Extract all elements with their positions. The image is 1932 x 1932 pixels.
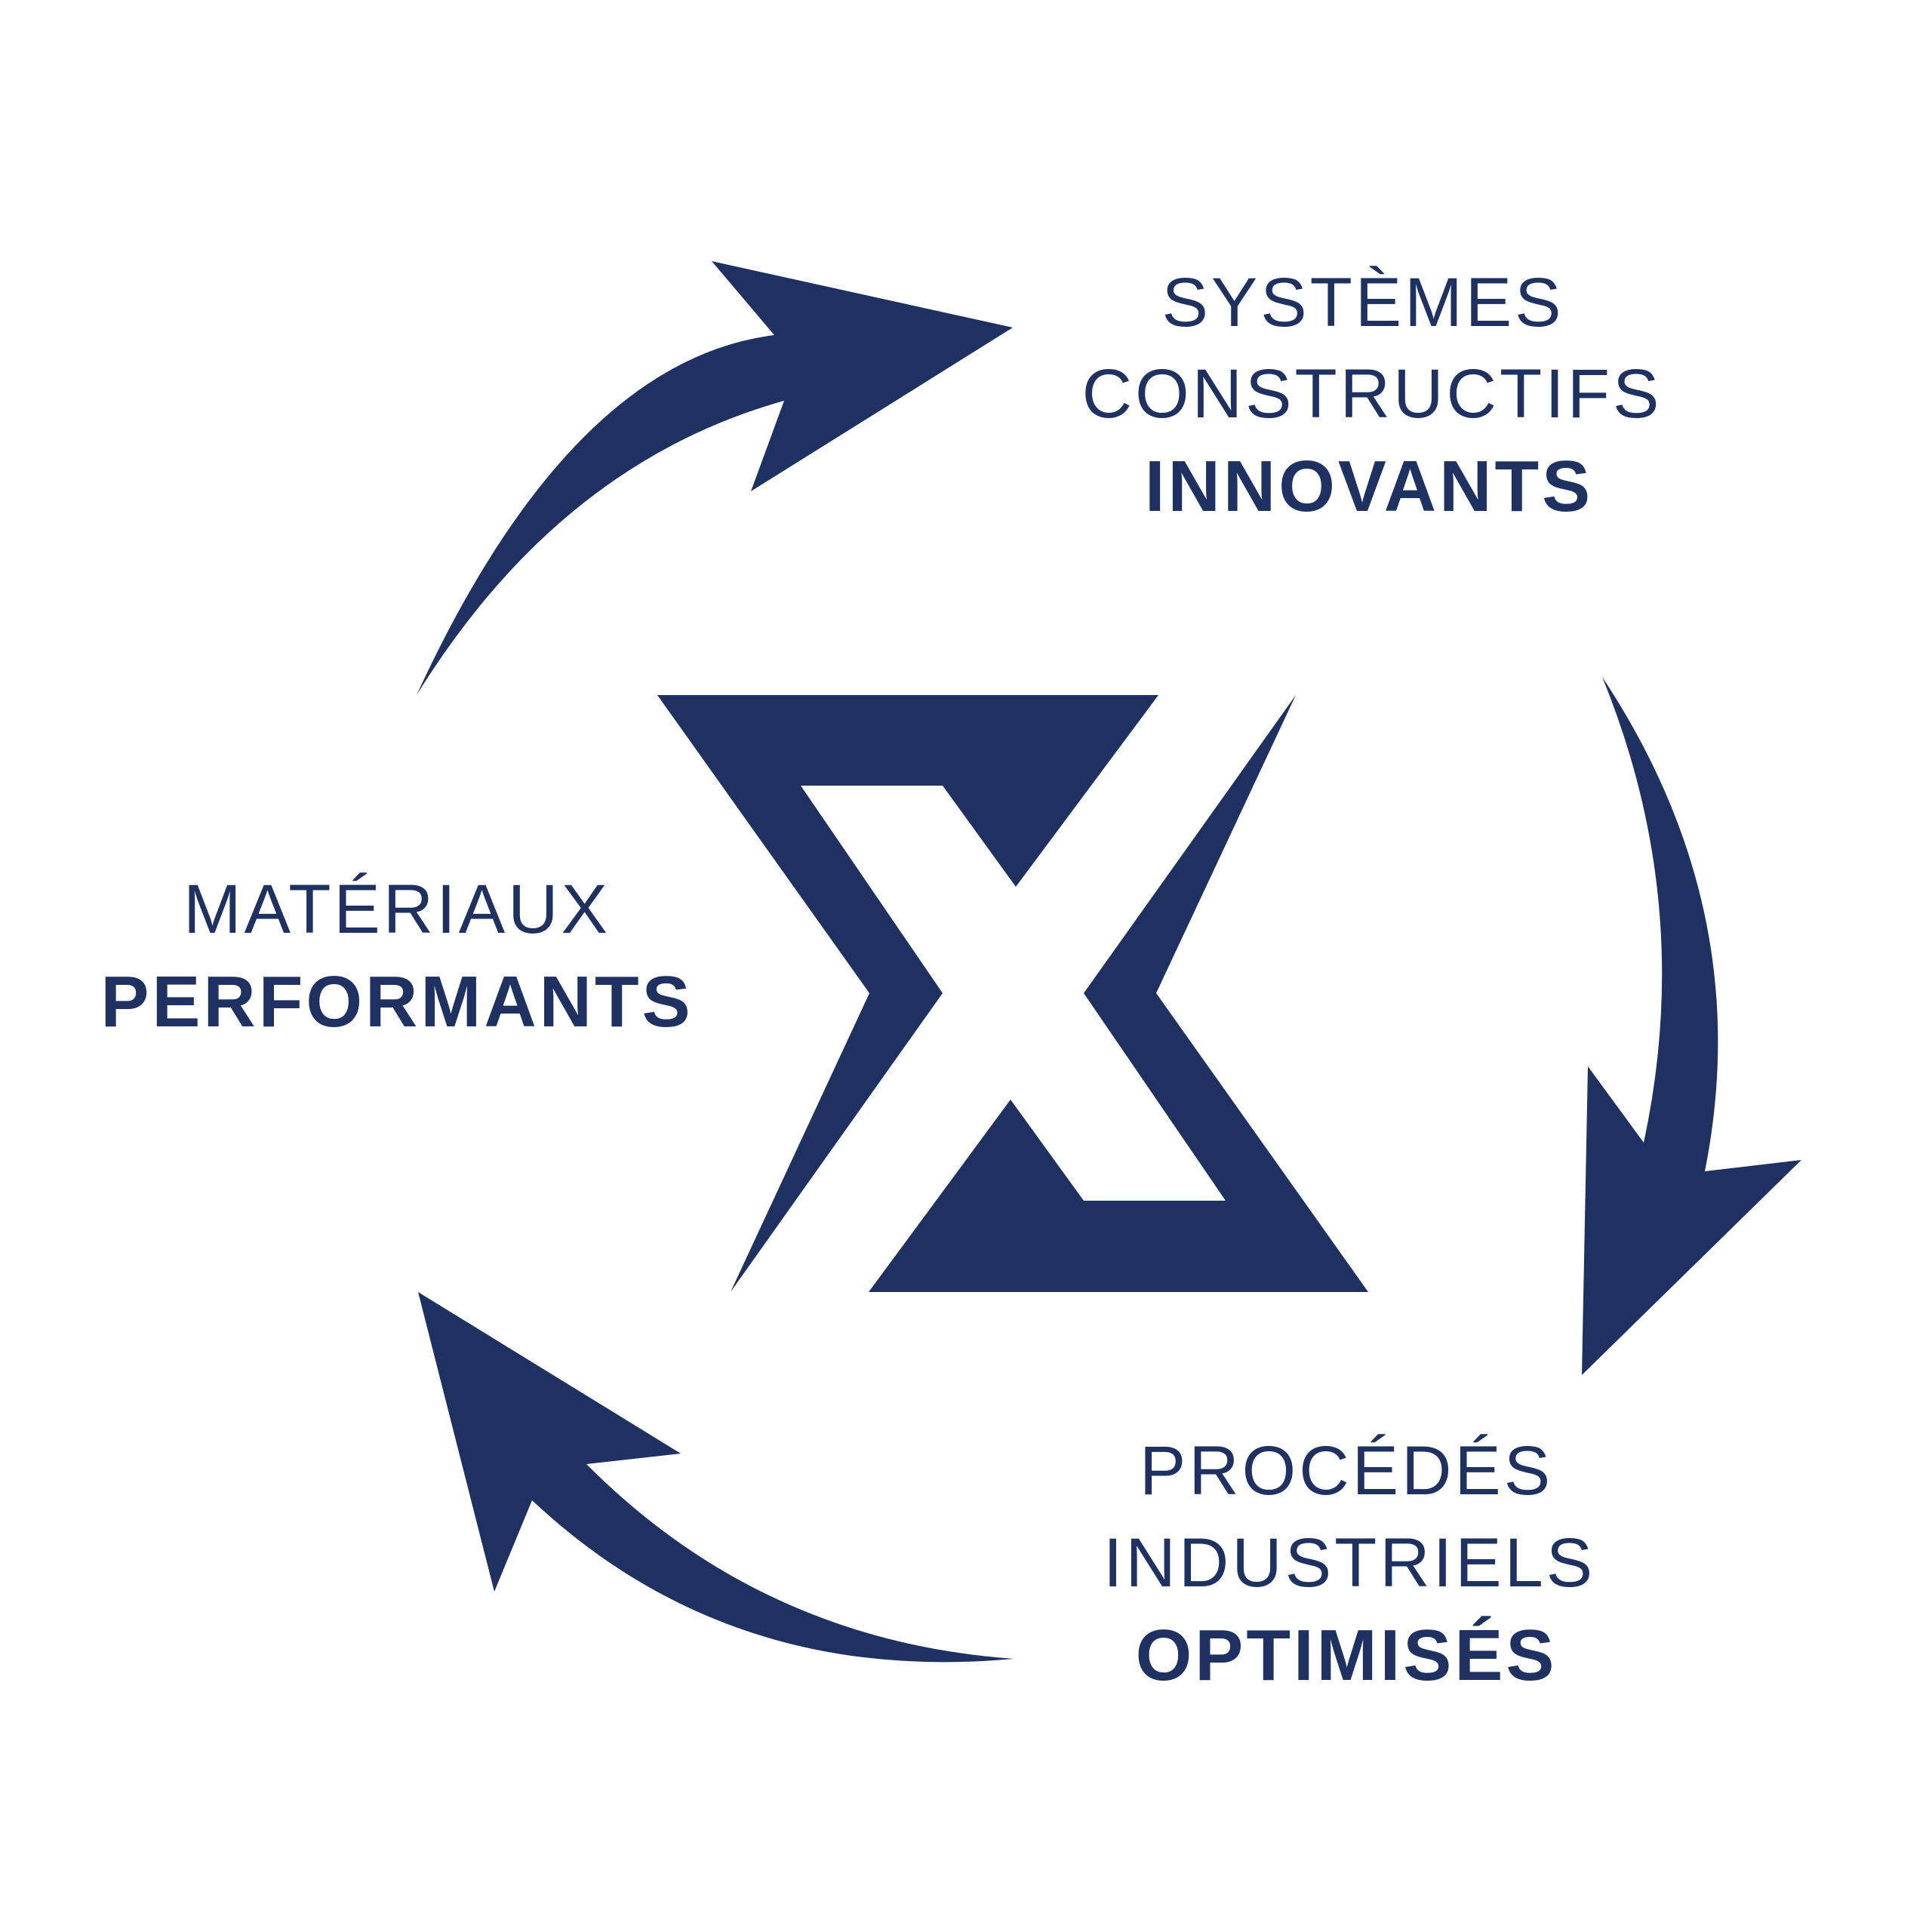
sigma-x-logo-icon: [657, 695, 1368, 1292]
label-systemes: SYSTÈMES CONSTRUCTIFS INNOVANTS: [1082, 264, 1663, 527]
arrow-right-icon: [1582, 677, 1801, 1375]
label-procedes-line1: PROCÉDÉS: [1140, 1432, 1553, 1509]
label-materiaux: MATÉRIAUX PERFORMANTS: [100, 871, 693, 1042]
label-procedes-line3: OPTIMISÉS: [1136, 1615, 1558, 1696]
label-materiaux-line1: MATÉRIAUX: [183, 871, 611, 948]
label-procedes-line2: INDUSTRIELS: [1103, 1524, 1595, 1601]
label-systemes-line3: INNOVANTS: [1145, 446, 1593, 527]
label-materiaux-line2: PERFORMANTS: [100, 961, 693, 1042]
label-systemes-line2: CONSTRUCTIFS: [1082, 355, 1663, 432]
label-procedes: PROCÉDÉS INDUSTRIELS OPTIMISÉS: [1103, 1432, 1595, 1696]
logo-right-shape: [869, 695, 1368, 1292]
arrow-bottom-icon: [418, 1292, 1014, 1663]
label-systemes-line1: SYSTÈMES: [1161, 264, 1564, 341]
logo-left-shape: [657, 695, 1158, 1292]
arrow-top-icon: [417, 261, 1013, 695]
